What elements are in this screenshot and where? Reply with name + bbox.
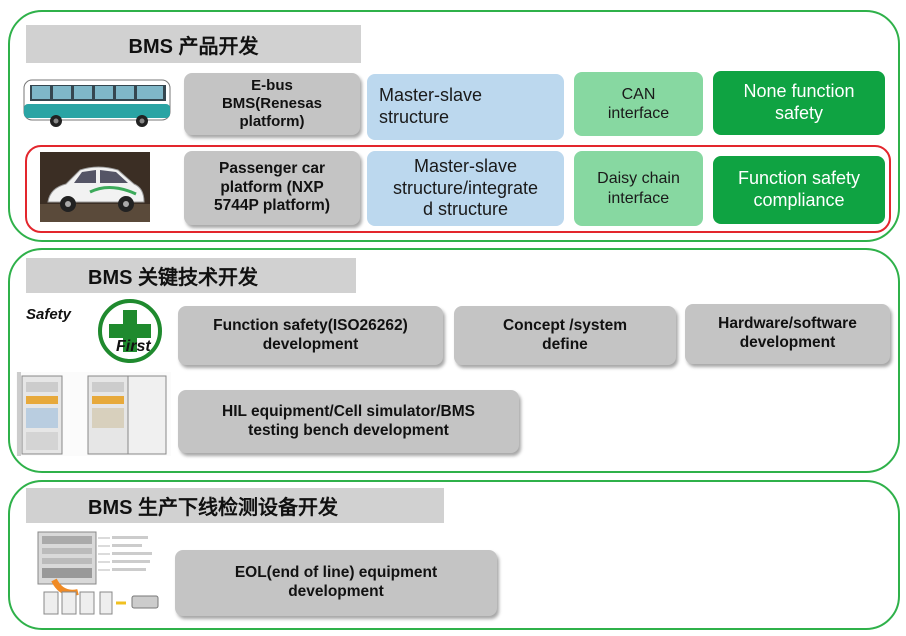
key-tech-frame	[8, 248, 900, 473]
passenger-car-image	[40, 152, 150, 222]
eol-header: BMS 生产下线检测设备开发	[26, 488, 444, 523]
product-dev-title: BMS 产品开发	[128, 35, 259, 58]
key-tech-header: BMS 关键技术开发	[26, 258, 356, 293]
concept-define-box: Concept /system define	[454, 306, 676, 365]
product-dev-frame	[8, 10, 900, 242]
hil-bench-box: HIL equipment/Cell simulator/BMS testing…	[178, 390, 519, 453]
passenger-platform-box: Passenger car platform (NXP 5744P platfo…	[184, 151, 360, 225]
safety-first-logo-top: Safety	[26, 306, 72, 323]
passenger-structure-box: Master-slave structure/integrate d struc…	[367, 151, 564, 226]
ebus-interface-box: CAN interface	[574, 72, 703, 136]
function-safety-box: Function safety(ISO26262) development	[178, 306, 443, 365]
ebus-safety-box: None function safety	[713, 71, 885, 135]
passenger-interface-box: Daisy chain interface	[574, 151, 703, 226]
eol-equipment-image	[34, 530, 170, 620]
safety-first-logo: Safety First	[24, 298, 166, 364]
product-dev-header: BMS 产品开发	[26, 25, 361, 63]
eol-equipment-box: EOL(end of line) equipment development	[175, 550, 497, 616]
ebus-structure-box: Master-slave structure	[367, 74, 564, 140]
hw-sw-dev-box: Hardware/software development	[685, 304, 890, 364]
ebus-platform-box: E-bus BMS(Renesas platform)	[184, 73, 360, 135]
key-tech-title: BMS 关键技术开发	[88, 267, 258, 289]
eol-title: BMS 生产下线检测设备开发	[88, 497, 338, 519]
safety-first-logo-bottom: First	[116, 338, 151, 355]
passenger-safety-box: Function safety compliance	[713, 156, 885, 224]
passenger-car-frame	[25, 145, 891, 233]
test-cabinets-image	[16, 372, 171, 456]
eol-frame	[8, 480, 900, 630]
ebus-image	[22, 74, 174, 130]
